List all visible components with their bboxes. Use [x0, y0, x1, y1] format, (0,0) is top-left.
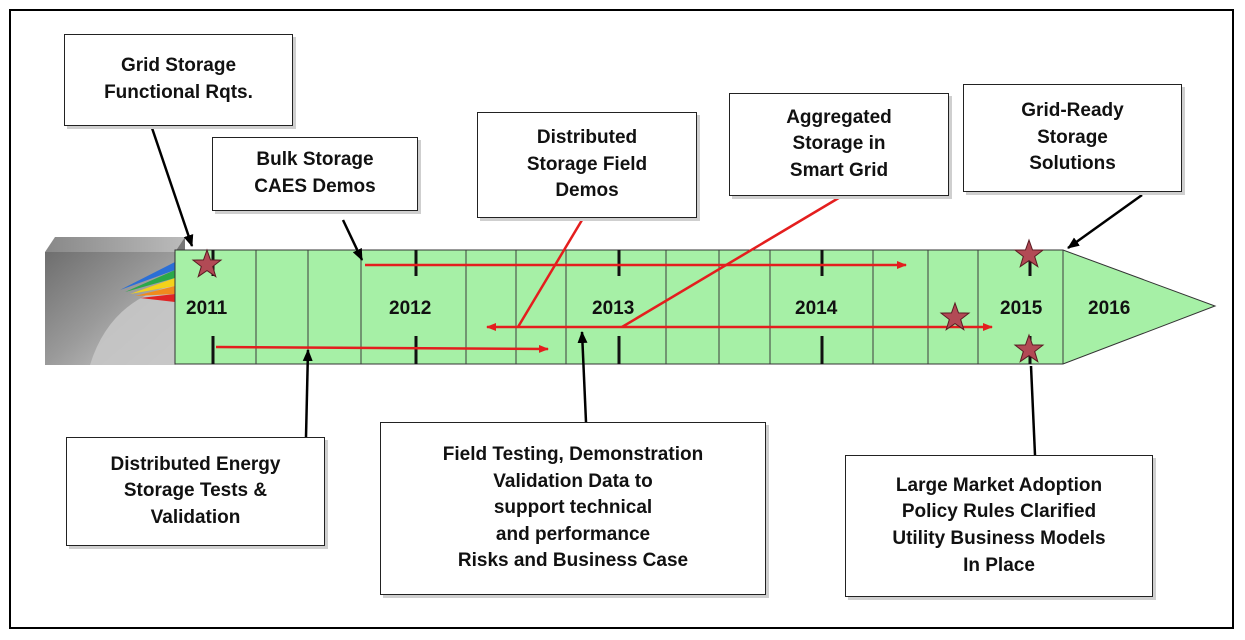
start-block-graphic	[45, 237, 185, 365]
bulk-storage-pointer	[341, 219, 364, 261]
callout-line: Grid-Ready	[1021, 100, 1124, 122]
year-label-2014: 2014	[795, 298, 838, 319]
callout-line: Policy Rules Clarified	[901, 501, 1097, 523]
year-label-2016: 2016	[1088, 298, 1130, 319]
callout-line: Solutions	[1029, 153, 1116, 175]
callout-line: Functional Rqts.	[104, 82, 253, 103]
distributed-energy-pointer	[302, 349, 313, 438]
callout-line: Aggregated	[786, 106, 892, 128]
callout-line: Storage Field	[526, 153, 648, 175]
callout-line: Field Testing, Demonstration	[442, 444, 704, 466]
callout-line: Demos	[555, 180, 619, 202]
callout-grid-storage: Grid Storage Functional Rqts.	[64, 34, 293, 126]
timeline-band	[174, 249, 1217, 365]
callout-line: Smart Grid	[789, 159, 889, 181]
duration-arrows	[215, 194, 993, 353]
grid-storage-pointer	[150, 127, 194, 247]
callout-line: Storage Tests &	[123, 480, 268, 502]
year-label-2013: 2013	[592, 298, 634, 319]
callout-line: and performance	[495, 523, 651, 545]
callout-grid-ready: Grid-Ready Storage Solutions	[963, 84, 1182, 192]
callout-bulk-storage: Bulk Storage CAES Demos	[212, 137, 418, 211]
callout-line: Storage in	[792, 133, 886, 155]
distributed-energy-duration-arrow	[215, 344, 549, 353]
callout-line: Large Market Adoption	[895, 474, 1103, 496]
star-icon	[191, 248, 223, 278]
distributed-field-pointer-line	[516, 209, 590, 328]
callout-line: Validation	[150, 506, 241, 528]
aggregated-pointer-line	[621, 194, 843, 329]
milestone-stars	[191, 238, 1045, 363]
callout-aggregated: Aggregated Storage in Smart Grid	[729, 93, 949, 196]
grid-ready-pointer	[1067, 193, 1143, 250]
callout-line: support technical	[493, 497, 653, 519]
year-label-2011: 2011	[186, 298, 228, 319]
year-label-2015: 2015	[1000, 298, 1043, 319]
callout-large-market: Large Market Adoption Policy Rules Clari…	[845, 455, 1153, 597]
callout-line: Risks and Business Case	[457, 550, 689, 572]
callout-line: Utility Business Models	[892, 528, 1106, 549]
star-icon	[1013, 238, 1045, 268]
callout-line: Storage	[1037, 126, 1108, 148]
callout-line: Distributed Energy	[110, 453, 281, 475]
large-market-pointer	[1029, 365, 1037, 456]
callout-line: In Place	[963, 554, 1035, 576]
callout-line: CAES Demos	[254, 176, 376, 197]
band-dividers	[255, 250, 1064, 364]
callout-field-testing: Field Testing, Demonstration Validation …	[380, 422, 766, 595]
year-label-2012: 2012	[389, 298, 431, 319]
year-labels: 2011 2012 2013 2014 2015 2016	[186, 298, 1130, 319]
callout-line: Distributed	[536, 127, 638, 149]
star-icon	[1013, 333, 1045, 363]
callout-line: Grid Storage	[120, 55, 237, 77]
callout-pointers	[150, 127, 1143, 456]
callout-line: Bulk Storage	[256, 149, 374, 171]
callout-distributed-energy: Distributed Energy Storage Tests & Valid…	[66, 437, 325, 546]
field-testing-pointer	[577, 331, 588, 423]
callout-line: Validation Data to	[493, 470, 653, 492]
callout-distributed-field: Distributed Storage Field Demos	[477, 112, 697, 218]
star-icon	[939, 301, 971, 331]
